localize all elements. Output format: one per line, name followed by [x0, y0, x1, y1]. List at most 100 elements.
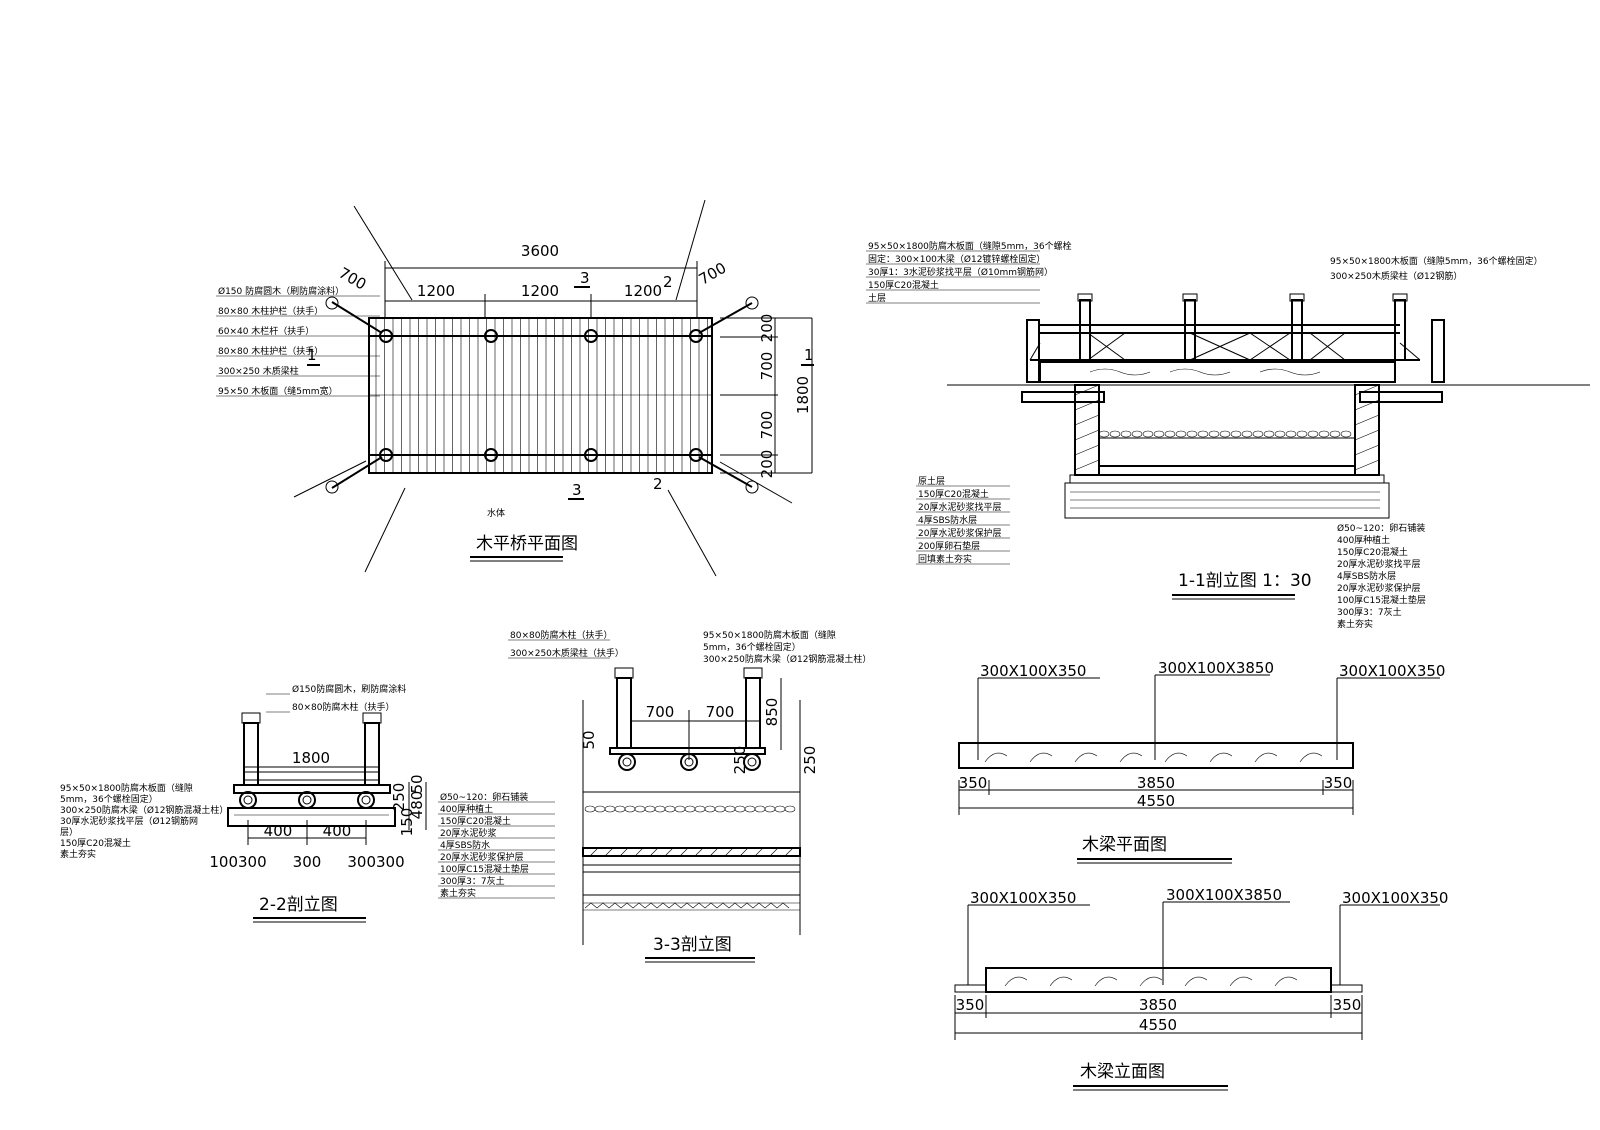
sec22-dim-width: 1800: [292, 749, 330, 767]
plan-dim-wing-r: 700: [696, 259, 730, 289]
plan-mark-2-top: 2: [663, 273, 673, 291]
sec11-label: Ø50~120：卵石铺装: [1337, 522, 1425, 534]
plan-label: 95×50 木板面（缝5mm宽）: [218, 385, 338, 397]
beam-plan-label-r: 300X100X350: [1339, 662, 1445, 680]
sec22-label: 素土夯实: [60, 848, 96, 860]
beam-plan-dim-m: 3850: [1137, 774, 1175, 792]
sec11-label: 30厚1：3水泥砂浆找平层（Ø10mm钢筋网）: [868, 266, 1053, 278]
sec33-label: 400厚种植土: [440, 803, 493, 815]
sec22-label: 300×250防腐木梁（Ø12钢筋混凝土柱）: [60, 804, 228, 816]
beam-plan-view: 300X100X350 300X100X3850 300X100X350 350…: [958, 659, 1445, 864]
sec33-label: 20厚水泥砂浆: [440, 827, 496, 839]
sec22-dim-r4: 480: [408, 791, 426, 820]
sec22-label: 5mm，36个螺栓固定）: [60, 793, 158, 805]
deck-posts: [379, 329, 703, 462]
sec22-dim-c: 300300: [347, 853, 404, 871]
plan-dim-width: 1800: [794, 376, 812, 414]
plan-dim-c: 1200: [624, 282, 662, 300]
sec11-label: 200厚卵石垫层: [918, 540, 980, 552]
sec11-title: 1-1剖立图 1：30: [1178, 571, 1312, 591]
sec11-label: 4厚SBS防水层: [918, 514, 977, 526]
beam-plan-dim-r: 350: [1324, 774, 1353, 792]
sec33-label: 150厚C20混凝土: [440, 815, 511, 827]
sec11-label: 20厚水泥砂浆找平层: [918, 501, 1001, 513]
sec11-label: 回填素土夯实: [918, 553, 972, 565]
sec33-dim-700b: 700: [706, 703, 735, 721]
sec33-label: 100厚C15混凝土垫层: [440, 863, 529, 875]
sec22-dim-400a: 400: [264, 822, 293, 840]
sec11-label: 150厚C20混凝土: [868, 279, 939, 291]
plan-mark-1-r: 1: [804, 346, 814, 364]
sec11-label: 300×250木质梁柱（Ø12钢筋）: [1330, 270, 1462, 282]
sec11-label: 150厚C20混凝土: [1337, 546, 1408, 558]
section-3-3-labels: 80×80防腐木柱（扶手）300×250木质梁柱（扶手）95×50×1800防腐…: [438, 629, 871, 899]
plan-label: 300×250 木质梁柱: [218, 365, 299, 377]
sec11-label: 100厚C15混凝土垫层: [1337, 594, 1426, 606]
plan-title: 木平桥平面图: [476, 534, 578, 554]
plan-dim-v4: 200: [758, 450, 776, 479]
section-2-2: 1800 400 400 100300 300 300300 250 150 5…: [60, 683, 427, 923]
sec11-label: 土层: [868, 292, 886, 304]
sec33-dim-250b: 250: [801, 746, 819, 775]
sec11-label: 300厚3：7灰土: [1337, 606, 1402, 618]
plan-dim-v1: 200: [758, 314, 776, 343]
plan-label: Ø150 防腐圆木（刷防腐涂料）: [218, 285, 344, 297]
sec22-label: 95×50×1800防腐木板面（缝隙: [60, 782, 193, 794]
sec33-label: 素土夯实: [440, 887, 476, 899]
sec11-label: 150厚C20混凝土: [918, 488, 989, 500]
sec22-label: 150厚C20混凝土: [60, 837, 131, 849]
sec11-label: 20厚水泥砂浆保护层: [1337, 582, 1420, 594]
sec11-label: 20厚水泥砂浆保护层: [918, 527, 1001, 539]
sec22-dim-r2: 150: [398, 808, 416, 837]
sec11-label: 400厚种植土: [1337, 534, 1390, 546]
sec22-label: 30厚水泥砂浆找平层（Ø12钢筋网: [60, 815, 198, 827]
sec33-dim-50: 50: [580, 730, 598, 749]
section-2-2-labels: Ø150防腐圆木，刷防腐涂料80×80防腐木柱（扶手）95×50×1800防腐木…: [60, 683, 406, 860]
sec22-dim-a: 100300: [209, 853, 266, 871]
plan-water-label: 水体: [487, 507, 505, 519]
beam-plan-title: 木梁平面图: [1082, 835, 1167, 855]
plan-label: 80×80 木柱护栏（扶手）: [218, 305, 323, 317]
plan-dim-total: 3600: [521, 242, 559, 260]
sec33-dim-700a: 700: [646, 703, 675, 721]
section-1-1-labels: 95×50×1800防腐木板面（缝隙5mm，36个螺栓固定：300×100木梁（…: [866, 240, 1543, 630]
sec11-label: 20厚水泥砂浆找平层: [1337, 558, 1420, 570]
sec33-label: 5mm，36个螺栓固定）: [703, 641, 801, 653]
beam-elev-dim-total: 4550: [1139, 1016, 1177, 1034]
sec11-label: 95×50×1800防腐木板面（缝隙5mm，36个螺栓: [868, 240, 1072, 252]
sec11-label: 95×50×1800木板面（缝隙5mm，36个螺栓固定）: [1330, 255, 1543, 267]
bridge-plan-view: 3600 1200 1200 1200 700 700 200 700 700 …: [216, 199, 814, 577]
abutment-hatch: [1074, 384, 1380, 471]
beam-plan-dim-l: 350: [959, 774, 988, 792]
sec33-dim-850: 850: [763, 698, 781, 727]
plan-dim-b: 1200: [521, 282, 559, 300]
plan-label: 80×80 木柱护栏（扶手）: [218, 345, 323, 357]
section-1-1: 95×50×1800防腐木板面（缝隙5mm，36个螺栓固定：300×100木梁（…: [866, 240, 1590, 630]
beam-elev-dim-m: 3850: [1139, 996, 1177, 1014]
beam-plan-label-m: 300X100X3850: [1158, 659, 1274, 677]
beam-plan-label-l: 300X100X350: [980, 662, 1086, 680]
railing-posts: [1026, 293, 1445, 383]
sec33-label: 300×250防腐木梁（Ø12钢筋混凝土柱）: [703, 653, 871, 665]
deck-planks: [375, 318, 708, 473]
sec33-title: 3-3剖立图: [653, 935, 732, 955]
sec11-label: 4厚SBS防水层: [1337, 570, 1396, 582]
sec33-label: Ø50~120：卵石铺装: [440, 791, 528, 803]
sec22-title: 2-2剖立图: [259, 895, 338, 915]
sec22-label: Ø150防腐圆木，刷防腐涂料: [292, 683, 406, 695]
beam-elev-title: 木梁立面图: [1080, 1062, 1165, 1082]
plan-mark-3-bot: 3: [572, 481, 582, 499]
sec33-dim-250a: 250: [731, 746, 749, 775]
plan-annotation-labels: Ø150 防腐圆木（刷防腐涂料）80×80 木柱护栏（扶手）60×40 木栏杆（…: [216, 285, 380, 397]
plan-mark-2-bot: 2: [653, 475, 663, 493]
sec22-dim-400b: 400: [323, 822, 352, 840]
pebble-layer-3-3: [584, 805, 796, 813]
sec22-dim-b: 300: [293, 853, 322, 871]
sec11-label: 固定：300×100木梁（Ø12镀锌螺栓固定）: [868, 253, 1045, 265]
sec22-label: 层）: [60, 827, 78, 838]
beam-elevation-view: 300X100X350 300X100X3850 300X100X350 350…: [954, 886, 1448, 1091]
beam-elev-label-m: 300X100X3850: [1166, 886, 1282, 904]
sec33-label: 4厚SBS防水: [440, 839, 490, 851]
sec33-label: 80×80防腐木柱（扶手）: [510, 629, 612, 641]
